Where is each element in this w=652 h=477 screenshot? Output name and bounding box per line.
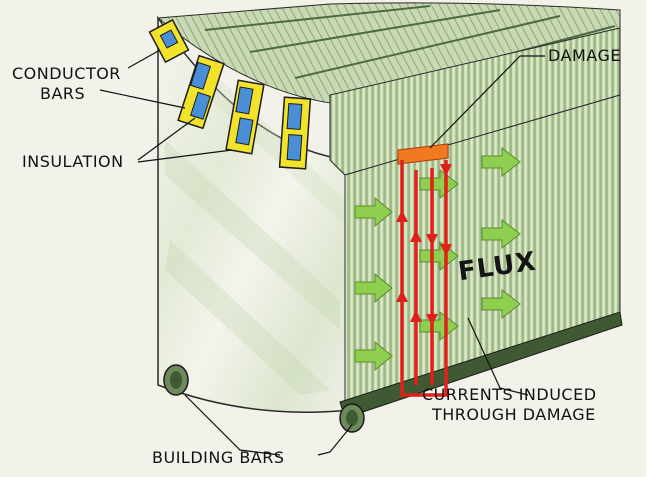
leader-building-bars-2: [317, 424, 353, 456]
building-bar-left: [163, 364, 189, 396]
conductor-bar-3: [225, 79, 265, 155]
arrow-up-icon: [410, 310, 422, 322]
arrow-up-icon: [396, 290, 408, 302]
conductor-bars-label-line1: CONDUCTOR: [12, 64, 121, 83]
arrow-down-icon: [426, 234, 438, 246]
conductor-bar-1: [148, 18, 190, 64]
leader-insulation-1: [137, 117, 196, 161]
arrow-up-icon: [396, 210, 408, 222]
leader-lines: [99, 49, 545, 456]
insulation-label: INSULATION: [22, 152, 124, 171]
arrow-right-icon: [481, 218, 521, 250]
leader-conductor-bars-1: [127, 49, 161, 69]
induced-current-loop: [400, 160, 448, 397]
arrow-right-icon: [419, 310, 459, 342]
arrow-right-icon: [419, 168, 459, 200]
leader-building-bars: [184, 394, 281, 456]
current-arrows: [396, 164, 452, 326]
arrow-right-icon: [354, 340, 393, 372]
flux-arrows: [354, 146, 521, 372]
leader-insulation-2: [137, 149, 233, 163]
currents-induced-label-line2: THROUGH DAMAGE: [432, 405, 596, 424]
leader-damage: [429, 55, 545, 149]
arrow-down-icon: [426, 314, 438, 326]
arrow-up-icon: [410, 230, 422, 242]
arrow-down-icon: [440, 164, 452, 176]
arrow-right-icon: [481, 288, 521, 320]
building-bar-right: [339, 403, 365, 433]
arrow-down-icon: [440, 244, 452, 256]
currents-induced-label-line1: CURRENTS INDUCED: [422, 385, 597, 404]
conductor-bar-4: [278, 96, 312, 170]
building-bars-label: BUILDING BARS: [152, 448, 285, 467]
conductor-bars-label-line2: BARS: [40, 84, 86, 103]
arrow-right-icon: [354, 272, 393, 304]
arrow-right-icon: [481, 146, 521, 178]
conductor-bar-2: [177, 54, 225, 130]
leader-currents: [467, 317, 529, 396]
damage-label: DAMAGE: [548, 46, 621, 65]
arrow-right-icon: [354, 196, 393, 228]
leader-conductor-bars-2: [99, 89, 186, 109]
